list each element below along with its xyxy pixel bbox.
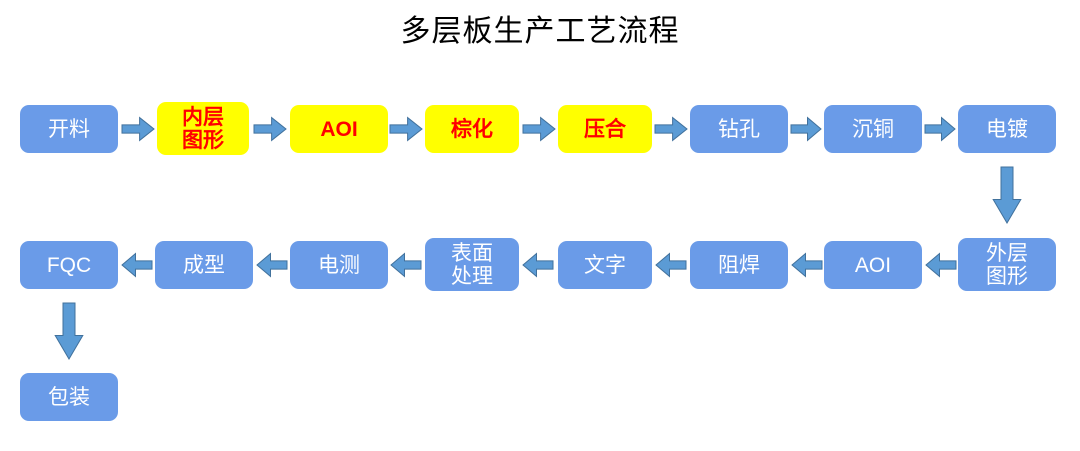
- process-node-chentong[interactable]: 沉铜: [824, 105, 922, 153]
- process-node-diandu[interactable]: 电镀: [958, 105, 1056, 153]
- process-node-label: 外层 图形: [986, 241, 1028, 288]
- arrow-down-diandu-to-waiceng-icon: [992, 166, 1022, 224]
- arrow-left-wenzi-to-biaomian-icon: [522, 252, 554, 278]
- process-node-label: 电测: [318, 253, 360, 277]
- process-node-label: 文字: [584, 253, 626, 277]
- process-node-label: 内层 图形: [182, 105, 224, 152]
- process-node-label: AOI: [320, 117, 358, 141]
- process-node-zonghua[interactable]: 棕化: [425, 105, 519, 153]
- arrow-left-biaomian-to-diance-icon: [390, 252, 422, 278]
- process-node-label: 表面 处理: [451, 241, 493, 288]
- process-node-aoi-2[interactable]: AOI: [824, 241, 922, 289]
- arrow-right-zuankong-to-chentong-icon: [790, 116, 822, 142]
- arrow-left-aoi-2-to-zuhan-icon: [791, 252, 823, 278]
- arrow-right-yahe-to-zuankong-icon: [654, 116, 688, 142]
- process-node-label: 包装: [48, 385, 90, 409]
- process-node-biaomian[interactable]: 表面 处理: [425, 238, 519, 291]
- process-node-zuhan[interactable]: 阻焊: [690, 241, 788, 289]
- process-node-label: 沉铜: [852, 117, 894, 141]
- arrow-right-kailiao-to-neiceng-icon: [121, 116, 155, 142]
- process-node-label: FQC: [46, 253, 92, 277]
- process-node-kailiao[interactable]: 开料: [20, 105, 118, 153]
- arrow-left-zuhan-to-wenzi-icon: [655, 252, 687, 278]
- arrow-right-aoi-1-to-zonghua-icon: [389, 116, 423, 142]
- process-node-chengxing[interactable]: 成型: [155, 241, 253, 289]
- process-node-label: 压合: [584, 117, 626, 141]
- process-node-label: 成型: [183, 253, 225, 277]
- arrow-left-diance-to-chengxing-icon: [256, 252, 288, 278]
- process-node-label: 开料: [48, 117, 90, 141]
- process-node-yahe[interactable]: 压合: [558, 105, 652, 153]
- process-node-baozhuang[interactable]: 包装: [20, 373, 118, 421]
- arrow-right-neiceng-to-aoi-1-icon: [253, 116, 287, 142]
- arrow-left-waiceng-to-aoi-2-icon: [925, 252, 957, 278]
- page-title: 多层板生产工艺流程: [400, 14, 680, 49]
- process-node-aoi-1[interactable]: AOI: [290, 105, 388, 153]
- process-node-fqc[interactable]: FQC: [20, 241, 118, 289]
- process-node-label: 电镀: [986, 117, 1028, 141]
- process-node-label: 棕化: [451, 117, 493, 141]
- process-node-label: AOI: [854, 253, 892, 277]
- process-node-diance[interactable]: 电测: [290, 241, 388, 289]
- process-node-label: 钻孔: [718, 117, 760, 141]
- arrow-left-chengxing-to-fqc-icon: [121, 252, 153, 278]
- arrow-right-chentong-to-diandu-icon: [924, 116, 956, 142]
- arrow-down-fqc-to-baozhuang-icon: [54, 302, 84, 360]
- process-node-neiceng[interactable]: 内层 图形: [157, 102, 249, 155]
- process-node-wenzi[interactable]: 文字: [558, 241, 652, 289]
- process-node-waiceng[interactable]: 外层 图形: [958, 238, 1056, 291]
- arrow-right-zonghua-to-yahe-icon: [522, 116, 556, 142]
- process-node-zuankong[interactable]: 钻孔: [690, 105, 788, 153]
- process-node-label: 阻焊: [718, 253, 760, 277]
